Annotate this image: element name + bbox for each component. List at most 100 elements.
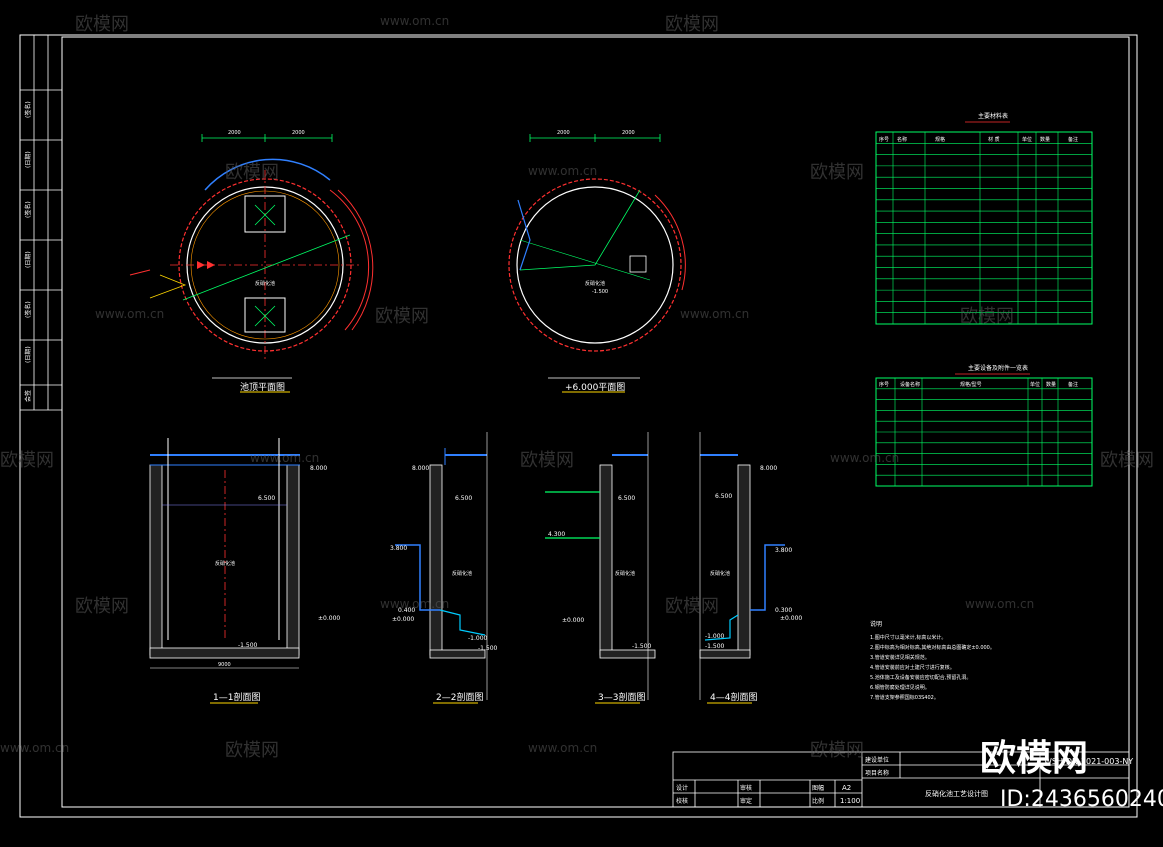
wm-brand-4: 欧模网 [810, 162, 864, 183]
sec2-title: 2—2剖面图 [436, 691, 483, 703]
tb-approve-label: 审定 [740, 797, 752, 805]
wm-brand-11: 欧模网 [665, 596, 719, 617]
wm-big-brand: 欧模网 [980, 738, 1088, 779]
wm-url-6: www.om.cn [830, 451, 899, 465]
equip-h-5: 备注 [1068, 381, 1078, 388]
strip-label-5: (签名) [24, 301, 32, 318]
plan-left-center-label: 反硝化池 [255, 280, 275, 287]
wm-url-3: www.om.cn [95, 307, 164, 321]
wm-url-8: www.om.cn [965, 597, 1034, 611]
notes-heading: 说明 [870, 620, 882, 628]
notes-line-6: 6.钢管防腐处理详见说明。 [870, 684, 930, 691]
sec1-level-1: 8.000 [310, 465, 327, 472]
sec1-tank-label: 反硝化池 [215, 560, 235, 567]
sec4-level-6: -1.000 [705, 633, 725, 640]
sec3-title: 3—3剖面图 [598, 691, 645, 703]
plan-view-left: 2000 2000 反硝化池 池顶平面图 [129, 130, 374, 393]
notes-line-1: 1.图中尺寸以毫米计,标高以米计。 [870, 634, 946, 641]
wm-brand-7: 欧模网 [0, 450, 54, 471]
plan-view-right: 2000 2000 反硝化池 -1.500 +6.000平面图 [508, 130, 686, 393]
sec4-level-7: -1.500 [705, 643, 725, 650]
sec4-level-5: ±0.000 [780, 615, 802, 622]
sec4-level-2: 6.500 [715, 493, 732, 500]
sheet-border-outer [19, 34, 1138, 818]
strip-label-7: 会签 [24, 390, 32, 402]
wm-brand-10: 欧模网 [75, 596, 129, 617]
equipment-table: 主要设备及附件一览表 序号 设备名称 规格/型号 单位 数量 备注 [875, 364, 1093, 487]
strip-label-3: (签名) [24, 201, 32, 218]
equip-h-2: 规格/型号 [960, 381, 982, 388]
mat-h-5: 数量 [1040, 136, 1050, 143]
section-2-2: 8.000 6.500 3.800 0.400 ±0.000 -1.000 -1… [390, 432, 498, 704]
tb-drawing-no: WSH-DN-2021-003-NY [1044, 757, 1133, 766]
title-block [672, 751, 1130, 808]
sheet-border-inner [61, 36, 1130, 808]
plan-left-dim-a: 2000 [228, 130, 241, 136]
wm-big-id: ID:2436560240 [1000, 787, 1163, 812]
mat-h-3: 材 质 [988, 136, 1000, 143]
material-table-title: 主要材料表 [978, 112, 1008, 120]
plan-right-center-label: 反硝化池 [585, 280, 605, 287]
tb-design-label: 设计 [676, 784, 688, 792]
sec3-level-1: 6.500 [618, 495, 635, 502]
strip-label-6: (日期) [24, 346, 32, 363]
sec2-level-4: 0.400 [398, 607, 415, 614]
wm-url-7: www.om.cn [380, 597, 449, 611]
wm-url-2: www.om.cn [528, 164, 597, 178]
sec4-title: 4—4剖面图 [710, 691, 757, 703]
sec1-width-dim: 9000 [218, 662, 231, 668]
strip-label-4: (日期) [24, 251, 32, 268]
plan-left-dim-b: 2000 [292, 130, 305, 136]
plan-right-dim-b: 2000 [622, 130, 635, 136]
wm-url-9: www.om.cn [0, 741, 69, 755]
wm-brand-9: 欧模网 [1100, 450, 1154, 471]
mat-h-2: 规格 [935, 136, 945, 143]
sec3-level-3: ±0.000 [562, 617, 584, 624]
sec3-level-2: 4.300 [548, 531, 565, 538]
plan-left-title: 池顶平面图 [240, 381, 285, 393]
sec2-level-3: 3.800 [390, 545, 407, 552]
sec2-level-2: 6.500 [455, 495, 472, 502]
sec1-level-2: 6.500 [258, 495, 275, 502]
notes-line-5: 5.池体施工及设备安装应密切配合,预留孔洞。 [870, 674, 971, 681]
section-3-3: 6.500 4.300 ±0.000 -1.500 反硝化池 3—3剖面图 [545, 432, 656, 704]
equip-h-4: 数量 [1046, 381, 1056, 388]
section-1-1: 8.000 6.500 ±0.000 -1.500 反硝化池 9000 1—1剖… [149, 438, 340, 704]
mat-h-0: 序号 [879, 136, 889, 143]
tb-scale-value: 1:100 [840, 797, 860, 805]
wm-brand-3: 欧模网 [225, 162, 279, 183]
strip-label-1: (签名) [24, 101, 32, 118]
tb-project-label: 项目名称 [865, 769, 889, 777]
wm-url-10: www.om.cn [528, 741, 597, 755]
tb-unit-label: 建设单位 [865, 756, 889, 764]
plan-right-title: +6.000平面图 [565, 382, 625, 393]
tb-drawing-name: 反硝化池工艺设计图 [925, 789, 988, 798]
sec1-title: 1—1剖面图 [213, 691, 260, 703]
tb-size-value: A2 [842, 784, 851, 792]
notes-line-2: 2.图中标高为相对标高,其绝对标高由总图确定±0.000。 [870, 644, 995, 651]
equip-h-1: 设备名称 [900, 381, 920, 388]
sec2-level-7: -1.500 [478, 645, 498, 652]
material-table: 主要材料表 序号 名称 规格 材 质 单位 数量 备注 [875, 112, 1093, 325]
sec4-tank-label: 反硝化池 [710, 570, 730, 577]
sec3-tank-label: 反硝化池 [615, 570, 635, 577]
sec4-level-4: 0.300 [775, 607, 792, 614]
wm-brand-2: 欧模网 [665, 14, 719, 35]
wm-url-4: www.om.cn [680, 307, 749, 321]
sec2-level-1: 8.000 [412, 465, 429, 472]
notes-block: 说明 1.图中尺寸以毫米计,标高以米计。 2.图中标高为相对标高,其绝对标高由总… [870, 620, 995, 701]
tb-review-label: 审核 [740, 784, 752, 792]
watermark-layer: 欧模网 www.om.cn 欧模网 欧模网 www.om.cn 欧模网 www.… [0, 14, 1154, 761]
wm-brand-13: 欧模网 [810, 740, 864, 761]
signature-strip [20, 35, 62, 411]
equip-h-3: 单位 [1030, 381, 1040, 388]
sec2-tank-label: 反硝化池 [452, 570, 472, 577]
sec4-level-3: 3.800 [775, 547, 792, 554]
equip-h-0: 序号 [879, 381, 889, 388]
tb-size-label: 图幅 [812, 784, 824, 792]
wm-brand-12: 欧模网 [225, 740, 279, 761]
wm-brand-5: 欧模网 [375, 306, 429, 327]
sec3-level-4: -1.500 [632, 643, 652, 650]
section-4-4: 8.000 6.500 3.800 0.300 ±0.000 -1.000 -1… [699, 432, 802, 704]
